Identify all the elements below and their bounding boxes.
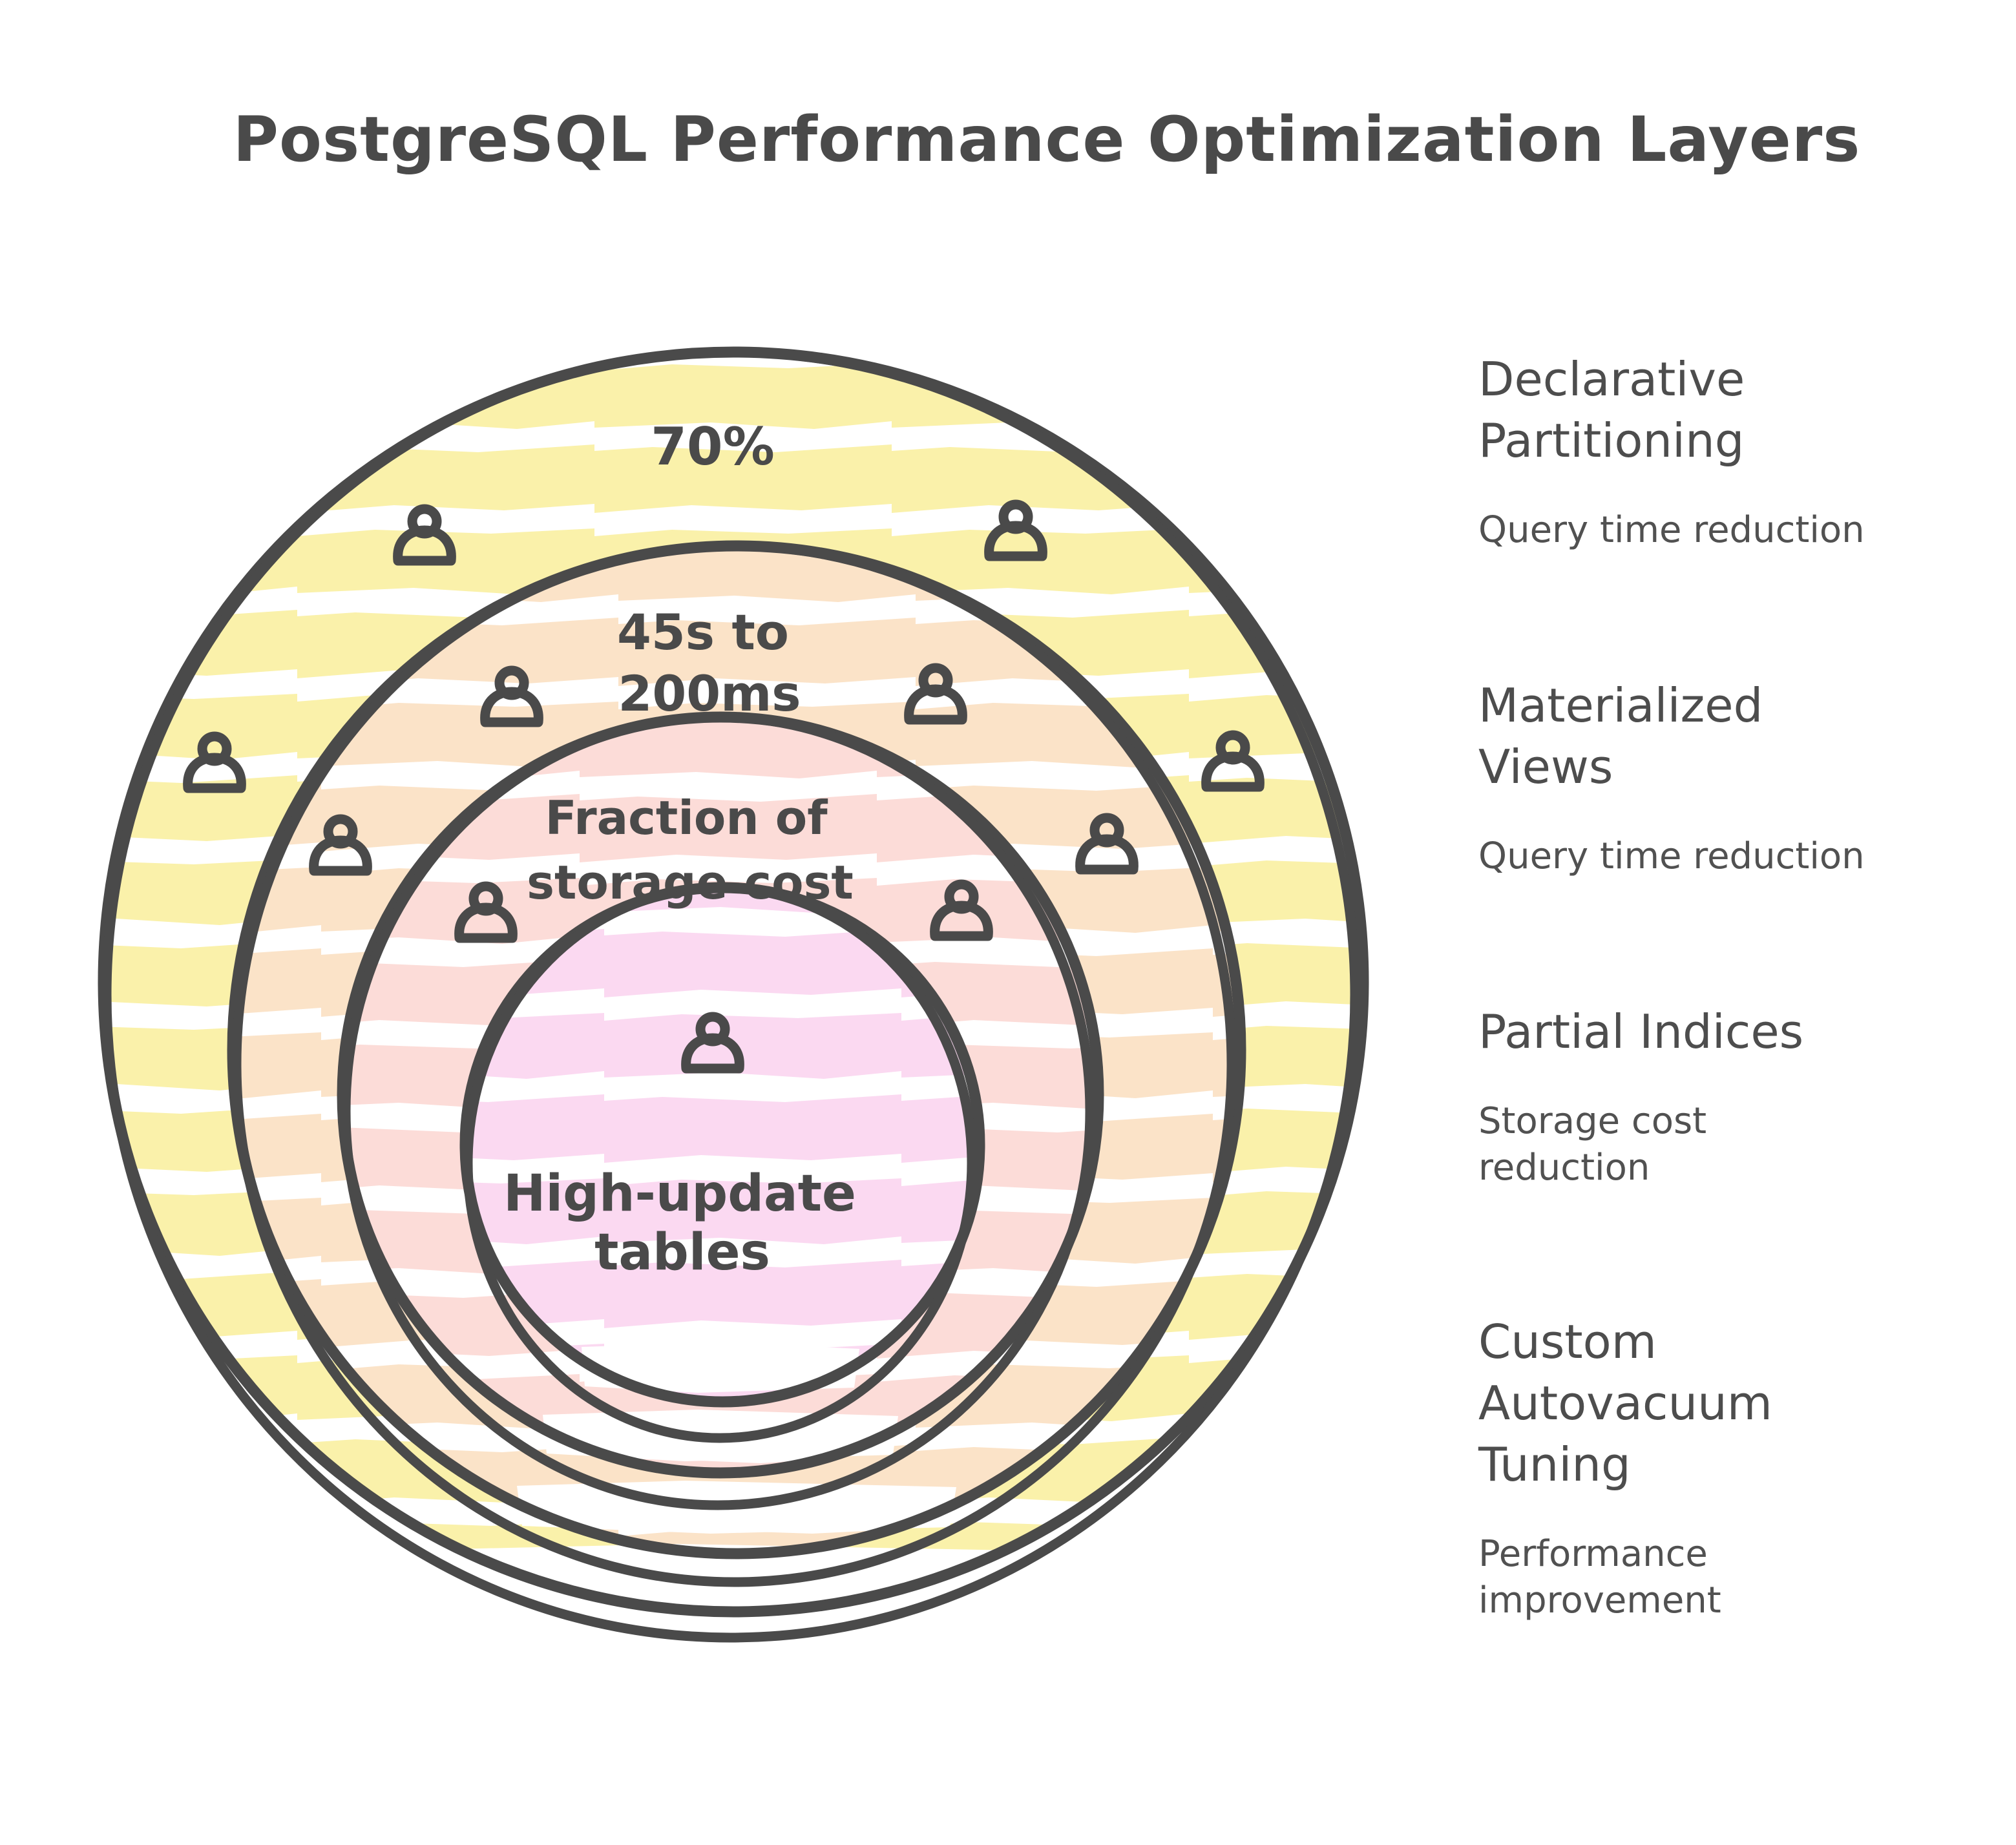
label-metric: Query time reduction: [1478, 835, 1865, 877]
layer-value-partial-line1: Fraction of: [545, 791, 828, 845]
layer-value-autovacuum-line1: High-update: [503, 1165, 856, 1223]
label-partial-indices: Partial Indices Storage cost reduction: [1478, 1001, 1982, 1191]
layer-value-declarative: 70%: [651, 417, 774, 477]
circle-autovacuum-tuning: [465, 888, 980, 1402]
label-title: Materialized Views: [1478, 678, 1763, 794]
label-metric: Performance improvement: [1478, 1533, 1721, 1621]
label-materialized-views: Materialized Views Query time reduction: [1478, 675, 1982, 880]
label-declarative-partitioning: Declarative Partitioning Query time redu…: [1478, 349, 1982, 554]
label-title: Partial Indices: [1478, 1005, 1804, 1059]
label-custom-autovacuum-tuning: Custom Autovacuum Tuning Performance imp…: [1478, 1311, 1982, 1624]
label-metric: Query time reduction: [1478, 509, 1865, 551]
label-metric: Storage cost reduction: [1478, 1100, 1707, 1189]
layer-value-partial-line2: storage cost: [527, 855, 854, 910]
layer-value-autovacuum-line2: tables: [594, 1224, 770, 1282]
page-title: PostgreSQL Performance Optimization Laye…: [233, 103, 1861, 176]
label-title: Declarative Partitioning: [1478, 352, 1745, 468]
label-title: Custom Autovacuum Tuning: [1478, 1315, 1772, 1492]
layer-value-materialized-line2: 200ms: [618, 665, 801, 722]
layer-value-materialized-line1: 45s to: [617, 603, 789, 661]
circle-outlines: [98, 346, 1369, 1643]
